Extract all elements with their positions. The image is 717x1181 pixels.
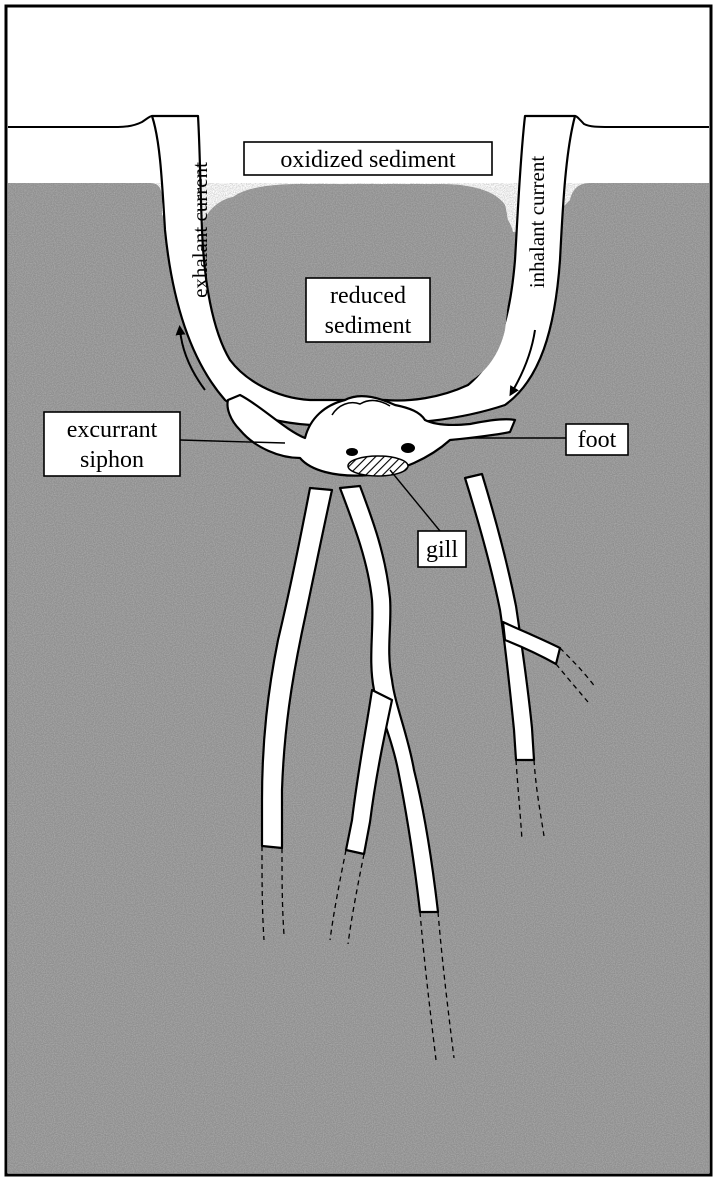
exhalant-current-label: exhalant current [188,162,212,298]
foot-label: foot [578,427,617,453]
gill-label: gill [426,537,458,563]
gill-shape [348,456,408,476]
excurrant-siphon-label-line2: siphon [80,447,144,473]
reduced-sediment-label-line1: reduced [330,283,406,309]
inhalant-opening [346,448,358,456]
reduced-sediment-label-line2: sediment [325,313,412,339]
exhalant-opening [401,443,415,453]
excurrant-siphon-label-line1: excurrant [67,417,158,443]
oxidized-sediment-label: oxidized sediment [280,147,456,173]
inhalant-current-label: inhalant current [525,156,549,289]
